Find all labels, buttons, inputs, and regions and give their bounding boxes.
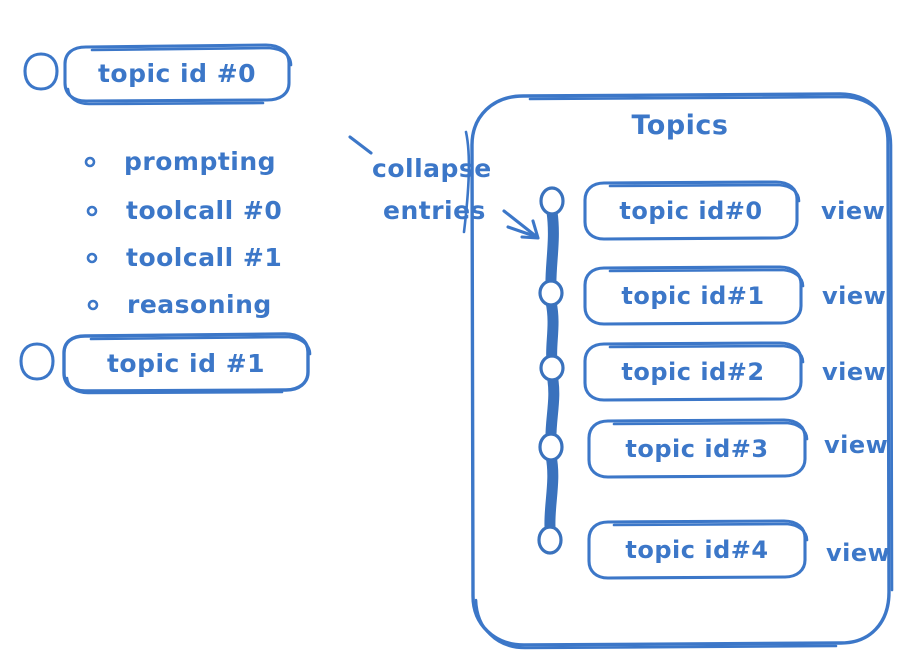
annotation-line-1: collapse bbox=[372, 154, 492, 183]
beaded-timeline-scrollbar[interactable] bbox=[537, 186, 565, 555]
view-action-0[interactable]: view bbox=[821, 197, 885, 225]
topic-row-label-3: topic id#3 bbox=[625, 435, 768, 463]
left-topic-pill-1[interactable]: topic id #1 bbox=[62, 332, 312, 395]
left-entry-list: prompting toolcall #0 toolcall #1 reason… bbox=[84, 147, 282, 319]
topic-pill-0[interactable]: topic id#0 bbox=[583, 180, 801, 241]
topic-row-4: topic id#4 view bbox=[587, 519, 890, 580]
left-topic-toggle-0[interactable] bbox=[23, 52, 59, 91]
topic-row-label-1: topic id#1 bbox=[621, 282, 764, 310]
topic-row-2: topic id#2 view bbox=[583, 341, 886, 402]
scrollbar-track-segment-2[interactable] bbox=[545, 369, 560, 447]
topic-row-0: topic id#0 view bbox=[583, 180, 885, 241]
left-entry-item-2[interactable]: toolcall #1 bbox=[86, 243, 282, 272]
right-panel: Topics topic id#0 view bbox=[470, 92, 894, 650]
topic-row-label-0: topic id#0 bbox=[619, 197, 762, 225]
scrollbar-track-segment-1[interactable] bbox=[545, 296, 559, 368]
left-topic-toggle-1[interactable] bbox=[19, 342, 55, 381]
left-entry-item-3[interactable]: reasoning bbox=[87, 290, 272, 319]
topic-row-label-4: topic id#4 bbox=[625, 536, 768, 564]
view-action-1[interactable]: view bbox=[822, 282, 886, 310]
scrollbar-node-2[interactable] bbox=[539, 354, 565, 382]
left-entry-label-2: toolcall #1 bbox=[126, 243, 282, 272]
topic-row-3: topic id#3 view bbox=[587, 418, 888, 479]
scrollbar-track-segment-3[interactable] bbox=[544, 450, 559, 533]
view-action-3[interactable]: view bbox=[824, 431, 888, 459]
left-entry-item-0[interactable]: prompting bbox=[84, 147, 276, 176]
scrollbar-node-0[interactable] bbox=[539, 186, 565, 216]
scrollbar-track-segment-0[interactable] bbox=[545, 206, 559, 294]
topic-pill-1[interactable]: topic id#1 bbox=[583, 265, 805, 326]
left-entry-label-3: reasoning bbox=[127, 290, 272, 319]
left-entry-item-1[interactable]: toolcall #0 bbox=[86, 196, 282, 225]
left-entry-label-1: toolcall #0 bbox=[126, 196, 282, 225]
view-action-2[interactable]: view bbox=[822, 358, 886, 386]
topic-pill-2[interactable]: topic id#2 bbox=[583, 341, 805, 402]
topic-pill-3[interactable]: topic id#3 bbox=[587, 418, 809, 479]
scrollbar-node-4[interactable] bbox=[537, 525, 563, 555]
topic-row-label-2: topic id#2 bbox=[621, 358, 764, 386]
left-panel: topic id #0 prompting toolcall #0 toolca… bbox=[19, 43, 312, 395]
scrollbar-node-3[interactable] bbox=[538, 432, 564, 462]
left-topic-label-1: topic id #1 bbox=[107, 349, 265, 378]
left-topic-pill-0[interactable]: topic id #0 bbox=[63, 43, 293, 106]
topic-row-1: topic id#1 view bbox=[583, 265, 886, 326]
left-topic-label-0: topic id #0 bbox=[98, 59, 256, 88]
annotation-collapse-entries: collapse entries bbox=[348, 130, 540, 240]
double-chevron-arrow-icon bbox=[502, 209, 540, 240]
topic-pill-4[interactable]: topic id#4 bbox=[587, 519, 809, 580]
view-action-4[interactable]: view bbox=[826, 539, 890, 567]
tick-mark-icon bbox=[348, 135, 373, 155]
panel-title: Topics bbox=[631, 110, 728, 141]
scrollbar-node-1[interactable] bbox=[538, 279, 564, 307]
left-entry-label-0: prompting bbox=[124, 147, 276, 176]
